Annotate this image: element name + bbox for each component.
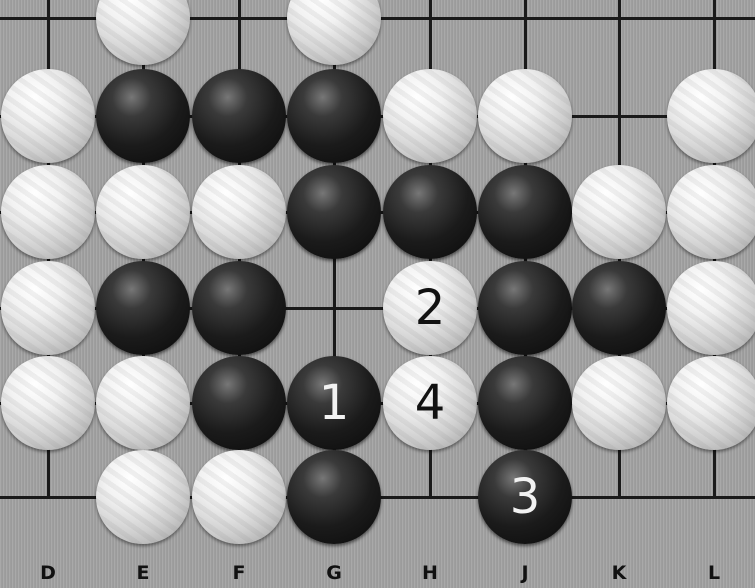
white-stone[interactable]: [192, 450, 286, 544]
white-stone[interactable]: [96, 356, 190, 450]
white-stone[interactable]: [1, 165, 95, 259]
white-stone[interactable]: [383, 69, 477, 163]
white-stone[interactable]: [667, 261, 755, 355]
column-label-j: J: [505, 562, 545, 584]
black-stone[interactable]: [192, 356, 286, 450]
white-stone[interactable]: [478, 69, 572, 163]
white-stone[interactable]: [572, 356, 666, 450]
column-label-h: H: [410, 562, 450, 584]
white-stone[interactable]: [96, 165, 190, 259]
black-stone[interactable]: [572, 261, 666, 355]
black-stone[interactable]: [96, 69, 190, 163]
white-stone[interactable]: [96, 0, 190, 65]
black-stone[interactable]: [287, 165, 381, 259]
black-stone[interactable]: [478, 356, 572, 450]
column-label-g: G: [314, 562, 354, 584]
column-label-l: L: [694, 562, 734, 584]
white-stone[interactable]: [1, 356, 95, 450]
black-stone[interactable]: [192, 69, 286, 163]
black-stone[interactable]: 3: [478, 450, 572, 544]
white-stone[interactable]: [1, 261, 95, 355]
white-stone[interactable]: [667, 69, 755, 163]
black-stone[interactable]: [192, 261, 286, 355]
black-stone[interactable]: [383, 165, 477, 259]
column-label-e: E: [123, 562, 163, 584]
white-stone[interactable]: 4: [383, 356, 477, 450]
white-stone[interactable]: [667, 165, 755, 259]
white-stone[interactable]: 2: [383, 261, 477, 355]
black-stone[interactable]: [287, 450, 381, 544]
black-stone[interactable]: [478, 165, 572, 259]
column-label-k: K: [599, 562, 639, 584]
column-label-f: F: [219, 562, 259, 584]
move-number: 4: [415, 379, 446, 427]
move-number: 2: [415, 284, 446, 332]
white-stone[interactable]: [96, 450, 190, 544]
white-stone[interactable]: [572, 165, 666, 259]
white-stone[interactable]: [667, 356, 755, 450]
black-stone[interactable]: [96, 261, 190, 355]
move-number: 3: [510, 473, 541, 521]
white-stone[interactable]: [287, 0, 381, 65]
black-stone[interactable]: 1: [287, 356, 381, 450]
black-stone[interactable]: [287, 69, 381, 163]
black-stone[interactable]: [478, 261, 572, 355]
column-label-d: D: [28, 562, 68, 584]
white-stone[interactable]: [192, 165, 286, 259]
move-number: 1: [319, 379, 350, 427]
white-stone[interactable]: [1, 69, 95, 163]
